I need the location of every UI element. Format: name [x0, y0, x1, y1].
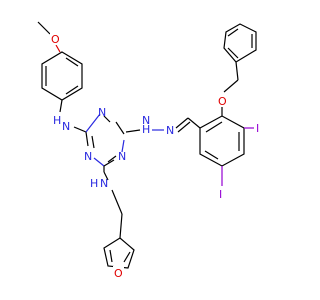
bond-nh-triazine: [73, 126, 87, 133]
atom-o-furan: O: [114, 267, 123, 280]
molecule-structure: O H N N N N H N N O I I H N O: [37, 21, 259, 280]
ring-methoxyphenyl: [41, 51, 83, 101]
atom-i-lower: I: [219, 188, 222, 201]
atom-h-hydrazine: H: [142, 123, 150, 136]
bond-n-ch: [175, 117, 189, 129]
atom-n-ring-right: N: [118, 150, 126, 163]
ring-benzyl: [223, 23, 257, 63]
atom-h-anilino: H: [53, 114, 61, 127]
atom-o-methoxy: O: [51, 33, 60, 46]
bond-ring-nh: [59, 99, 63, 113]
atom-o-benzyloxy: O: [218, 95, 227, 108]
atom-n-ring-left: N: [84, 150, 92, 163]
ring-diiodophenyl: [199, 115, 245, 167]
bond-methyl-o: [37, 21, 51, 35]
bond-o-ch2: [223, 79, 239, 93]
bonds: [37, 21, 257, 269]
atom-n-ring-top: N: [98, 106, 106, 119]
atom-nh-furfuryl: N: [100, 177, 108, 190]
bond-nh-ch2: [111, 189, 123, 215]
atom-labels: O H N N N N H N N O I I H N O: [50, 32, 259, 280]
atom-h-furfuryl: H: [90, 177, 98, 190]
bond-triazine-nh: [125, 129, 141, 133]
atom-nh-anilino: N: [62, 120, 70, 133]
atom-n-hydrazine2: N: [166, 124, 174, 137]
atom-i-upper: I: [256, 122, 259, 135]
atom-n-hydrazine1: N: [142, 114, 150, 127]
bond-o-ring: [55, 44, 61, 53]
